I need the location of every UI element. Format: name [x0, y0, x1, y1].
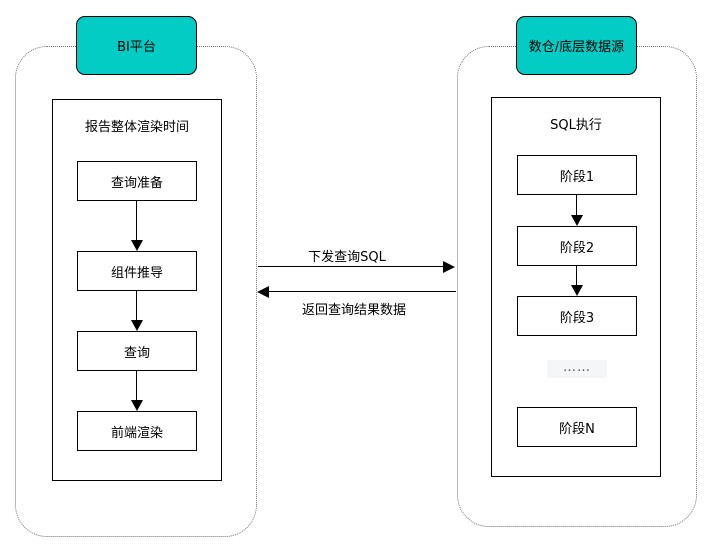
sql-execution-panel-title: SQL执行 — [550, 118, 602, 133]
flow-node-label: 查询准备 — [110, 175, 163, 191]
stage-node-label: 阶段2 — [559, 240, 595, 256]
datasource-label: 数仓/底层数据源 — [528, 40, 625, 55]
stage-node-label: 阶段1 — [559, 169, 595, 185]
down-arrow-head-icon — [571, 215, 583, 226]
down-arrow-head-icon — [131, 320, 143, 331]
response-arrow-line — [269, 291, 456, 292]
stage-node-label: 阶段N — [559, 421, 595, 437]
stage-node-2: 阶段2 — [517, 226, 637, 266]
response-arrow-label: 返回查询结果数据 — [301, 303, 406, 318]
bi-platform-label: BI平台 — [117, 40, 156, 55]
down-arrow-line — [136, 371, 137, 401]
flow-node-query-prep: 查询准备 — [77, 161, 197, 201]
down-arrow-line — [576, 266, 577, 286]
flow-node-label: 前端渲染 — [110, 425, 163, 441]
flow-node-frontend-render: 前端渲染 — [77, 411, 197, 451]
flow-node-label: 查询 — [123, 345, 150, 361]
stage-node-3: 阶段3 — [517, 296, 637, 336]
down-arrow-head-icon — [131, 400, 143, 411]
right-arrow-head-icon — [443, 261, 455, 273]
down-arrow-head-icon — [131, 240, 143, 251]
request-arrow-label: 下发查询SQL — [308, 250, 386, 265]
down-arrow-line — [136, 201, 137, 241]
render-time-panel-title: 报告整体渲染时间 — [84, 120, 189, 135]
stage-node-label: 阶段3 — [559, 310, 595, 326]
bi-platform-node: BI平台 — [76, 16, 197, 75]
request-arrow-line — [258, 266, 443, 267]
flow-node-component-derive: 组件推导 — [77, 251, 197, 291]
flow-node-label: 组件推导 — [110, 265, 163, 281]
down-arrow-head-icon — [571, 285, 583, 296]
flow-node-query: 查询 — [77, 331, 197, 371]
stage-ellipsis-text: …… — [547, 360, 607, 378]
stage-node-n: 阶段N — [517, 407, 637, 447]
stage-node-1: 阶段1 — [517, 155, 637, 195]
down-arrow-line — [136, 291, 137, 321]
datasource-node: 数仓/底层数据源 — [516, 16, 637, 75]
down-arrow-line — [576, 195, 577, 216]
left-arrow-head-icon — [257, 286, 269, 298]
